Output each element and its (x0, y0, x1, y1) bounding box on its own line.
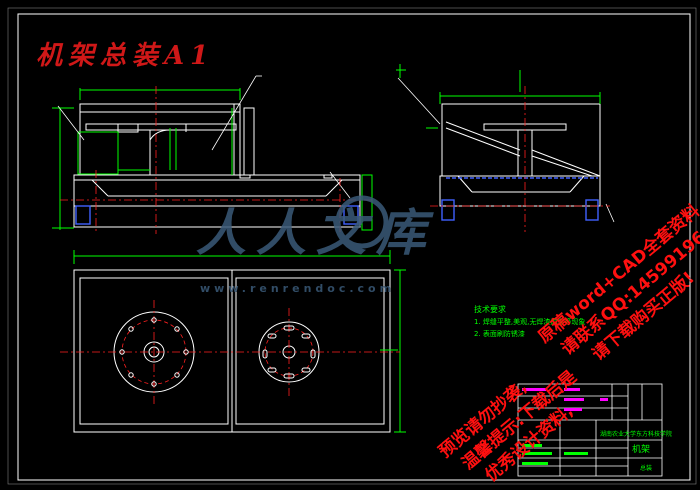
sheet-frame (7, 7, 697, 485)
side-view-centerlines (430, 86, 610, 232)
title-block (517, 383, 663, 477)
tech-req-line-1: 1. 焊缝平整,美观,无焊渣焊穿等现象 (474, 317, 585, 326)
top-view-bolt-holes (119, 317, 316, 387)
tech-req-title: 技术要求 (474, 304, 506, 314)
front-view-hidden-blocks (75, 205, 359, 225)
title-block-part-name: 机架 (632, 443, 650, 455)
title-block-school: 湖南农业大学东方科技学院 (600, 430, 672, 438)
side-view-leaders (397, 77, 615, 223)
title-block-green-cells (522, 444, 588, 465)
title-block-sheet: 总装 (640, 464, 652, 472)
watermark-logo: 人人文库 www.renrendoc.com (196, 195, 436, 295)
title-block-magenta-cells (522, 388, 608, 411)
watermark-logo-text: 人人文库 (196, 204, 436, 262)
side-view (439, 103, 601, 207)
top-view-centerlines (60, 300, 400, 404)
front-view (73, 103, 361, 228)
watermark-logo-circle-icon (335, 195, 389, 249)
watermark-red-notice: 预览请勿抄袭, 温馨提示:下载后是 优秀设计资料, 原稿word+CAD全套资料… (435, 196, 700, 486)
front-view-green-parts (52, 88, 373, 231)
side-view-dimensions (396, 64, 601, 129)
side-view-hidden (441, 177, 599, 221)
watermark-site: www.renrendoc.com (200, 282, 395, 295)
tech-req-line-2: 2. 表面刷防锈漆 (474, 329, 525, 338)
top-view-dimensions (73, 250, 406, 433)
drawing-title: 机架总装A1 (36, 41, 214, 71)
